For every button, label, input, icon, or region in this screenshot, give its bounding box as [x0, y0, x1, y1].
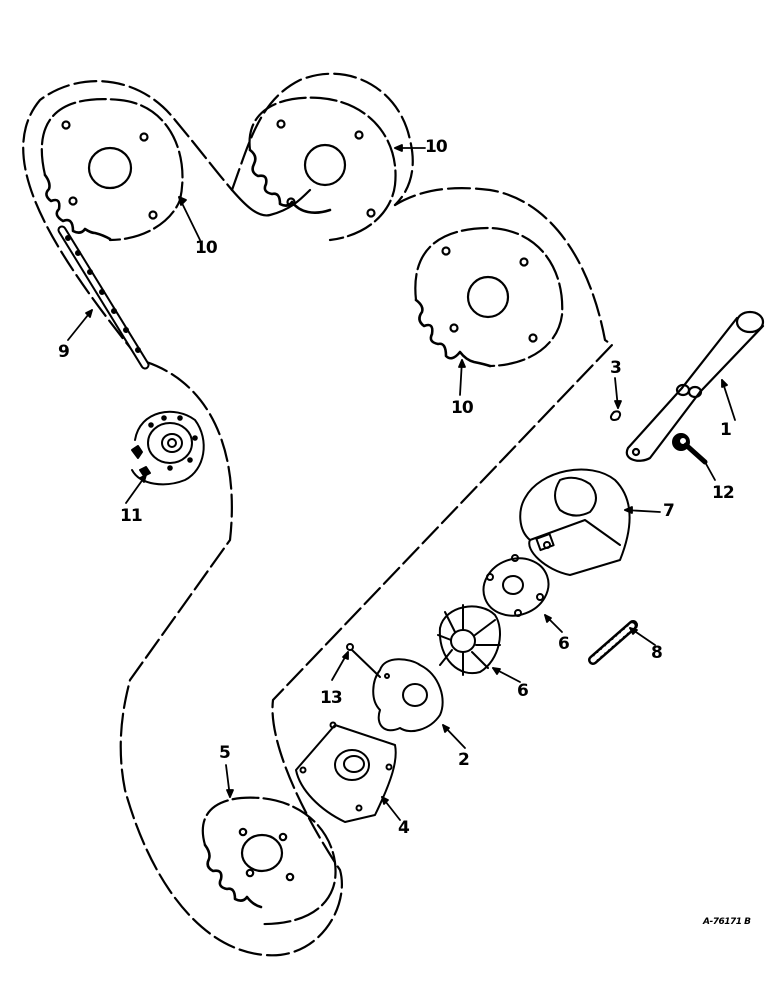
clutch-disc-6-toothed	[437, 604, 501, 676]
idler-sprocket-11	[131, 410, 205, 486]
callout-10-upper-middle: 10	[425, 137, 448, 157]
callout-9: 9	[58, 342, 70, 362]
callout-7: 7	[663, 501, 675, 521]
sprocket-10-right	[414, 226, 564, 368]
bolt-12	[672, 433, 708, 465]
sprocket-5-lower	[201, 796, 337, 926]
sprocket-10-upper-middle	[248, 96, 397, 242]
leader-lines	[67, 144, 736, 821]
bearing-housing-4	[295, 721, 397, 823]
callout-3: 3	[610, 358, 622, 378]
callout-10-right: 10	[451, 398, 474, 418]
chain-path	[22, 72, 614, 957]
callout-11: 11	[120, 506, 143, 526]
callout-6-upper: 6	[558, 634, 570, 654]
roller-chain-9	[57, 225, 150, 370]
callout-12: 12	[712, 483, 735, 503]
callout-13: 13	[320, 688, 343, 708]
clutch-disc-6-upper	[482, 554, 550, 617]
callout-4: 4	[398, 818, 410, 838]
clutch-plate-2	[372, 658, 444, 733]
shaft-1	[625, 310, 765, 462]
callout-1: 1	[720, 420, 732, 440]
spring-8	[588, 620, 638, 665]
callout-2: 2	[458, 750, 470, 770]
callout-10-upper-left: 10	[195, 238, 218, 258]
callout-8: 8	[651, 643, 663, 663]
callout-6-toothed: 6	[517, 681, 529, 701]
cotter-pin-3	[610, 410, 622, 422]
sprocket-10-upper-left	[40, 98, 184, 242]
callout-5: 5	[219, 743, 231, 763]
clutch-cover-7	[519, 468, 631, 576]
drawing-id: A-76171 B	[703, 917, 751, 927]
nut-13	[346, 643, 381, 678]
